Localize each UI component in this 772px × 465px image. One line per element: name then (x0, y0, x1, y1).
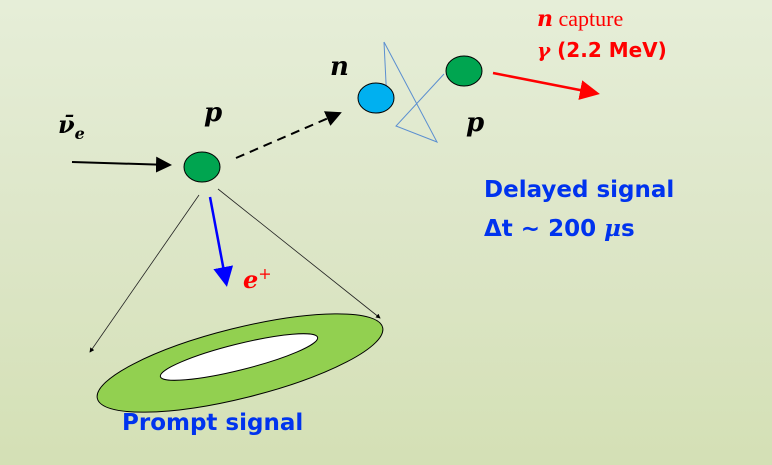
scatter-track (383, 41, 445, 143)
positron-arrow (208, 196, 234, 287)
proton-capture-label: p (466, 108, 485, 138)
delayed-time-unit: s (620, 216, 635, 242)
antineutrino-arrow (71, 156, 172, 173)
antineutrino-subscript: e (74, 123, 85, 143)
capture-n-symbol: n (537, 6, 553, 32)
mu-symbol: μ (604, 215, 621, 242)
neutron (357, 82, 395, 114)
capture-text: capture (553, 6, 624, 31)
gamma-arrow (492, 71, 600, 100)
cone-line-right (217, 188, 381, 319)
proton-capture (445, 55, 483, 87)
positron-label: e+ (243, 264, 272, 294)
cherenkov-ring-hole (159, 333, 319, 381)
positron-superscript: + (258, 264, 272, 283)
neutron-label: n (330, 52, 349, 82)
delayed-time: Δt ~ 200 μs (484, 215, 635, 242)
delayed-signal-title: Delayed signal (484, 177, 675, 203)
delayed-time-text: Δt ~ 200 (484, 216, 605, 242)
cone-line-left (89, 194, 200, 353)
proton-initial (183, 151, 221, 183)
positron-symbol: e (243, 265, 259, 294)
proton-initial-label: p (204, 98, 223, 128)
antineutrino-symbol: ν̄ (58, 110, 75, 139)
gamma-energy: (2.2 MeV) (550, 38, 667, 62)
prompt-signal-title: Prompt signal (122, 410, 304, 436)
capture-gamma: γ (2.2 MeV) (537, 38, 667, 63)
neutron-path-arrow (235, 111, 342, 159)
antineutrino-label: ν̄e (58, 110, 85, 143)
gamma-symbol: γ (537, 38, 551, 62)
capture-title: n capture (537, 6, 623, 32)
